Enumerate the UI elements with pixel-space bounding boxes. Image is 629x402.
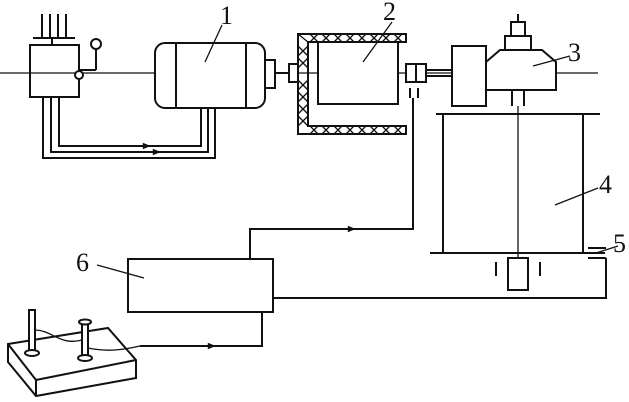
power-cables [42, 97, 216, 159]
control-unit [29, 14, 102, 98]
tank-4 [430, 106, 605, 291]
label-4: 4 [599, 170, 612, 199]
label-6: 6 [76, 248, 89, 277]
gearbox-3 [451, 14, 557, 107]
label-5: 5 [613, 229, 626, 258]
leader-lines [96, 21, 619, 279]
signal-lines [140, 98, 607, 350]
label-2: 2 [383, 0, 396, 26]
sensor-5 [588, 247, 606, 259]
chamber-2 [288, 33, 407, 135]
shaft-coupling [405, 63, 452, 98]
label-1: 1 [220, 1, 233, 30]
controller-6 [127, 258, 274, 313]
label-3: 3 [568, 38, 581, 67]
specimen-plate [7, 309, 141, 398]
motor-1 [154, 42, 293, 109]
